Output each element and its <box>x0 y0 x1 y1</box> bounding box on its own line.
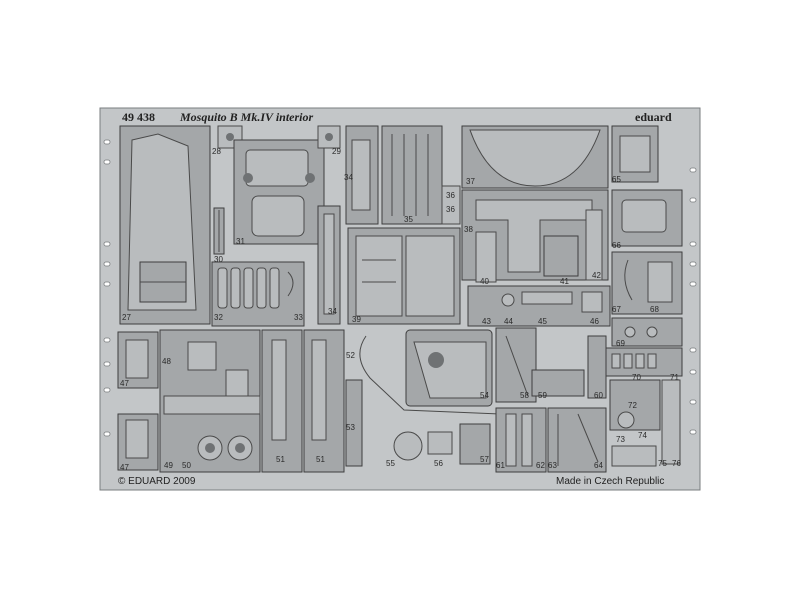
part-label: 70 <box>632 373 641 382</box>
part-40 <box>475 231 497 283</box>
part-label: 34 <box>328 307 337 316</box>
part-label: 55 <box>386 459 395 468</box>
part-label: 60 <box>594 391 603 400</box>
part-label: 73 <box>616 435 625 444</box>
part-label: 27 <box>122 313 131 322</box>
part-42 <box>585 209 603 281</box>
part-29 <box>317 125 341 149</box>
part-51 <box>261 329 303 473</box>
part-label: 36 <box>446 191 455 200</box>
part-label: 59 <box>538 391 547 400</box>
part-39 <box>347 227 461 325</box>
part-30 <box>213 207 225 255</box>
part-label: 75 <box>658 459 667 468</box>
part-52 <box>359 335 501 415</box>
part-label: 61 <box>496 461 505 470</box>
part-61-62 <box>495 407 547 473</box>
part-41 <box>543 235 579 277</box>
part-label: 67 <box>612 305 621 314</box>
part-label: 51 <box>276 455 285 464</box>
part-label: 56 <box>434 459 443 468</box>
part-69 <box>611 317 683 347</box>
part-number-labels: 27 28 29 30 31 32 33 34 34 35 36 36 37 3… <box>120 147 681 472</box>
part-label: 34 <box>344 173 353 182</box>
part-label: 66 <box>612 241 621 250</box>
part-label: 47 <box>120 379 129 388</box>
part-label: 47 <box>120 463 129 472</box>
part-35 <box>381 125 443 225</box>
part-56 <box>427 431 453 455</box>
part-66 <box>611 189 683 247</box>
part-label: 72 <box>628 401 637 410</box>
part-label: 42 <box>592 271 601 280</box>
part-label: 40 <box>480 277 489 286</box>
part-60 <box>587 335 607 399</box>
origin-text: Made in Czech Republic <box>556 476 664 487</box>
part-67-68 <box>611 251 683 315</box>
part-label: 43 <box>482 317 491 326</box>
part-label: 44 <box>504 317 513 326</box>
part-34 <box>317 205 341 325</box>
part-63-64 <box>547 407 607 473</box>
part-47-lower <box>117 413 159 471</box>
part-label: 49 <box>164 461 173 470</box>
copyright-text: © EDUARD 2009 <box>118 476 196 487</box>
brand-logo: eduard <box>635 110 672 124</box>
part-label: 57 <box>480 455 489 464</box>
part-label: 45 <box>538 317 547 326</box>
fret-title: Mosquito B Mk.IV interior <box>179 110 313 124</box>
part-57 <box>459 423 491 465</box>
part-53 <box>345 379 363 467</box>
part-label: 65 <box>612 175 621 184</box>
part-label: 32 <box>214 313 223 322</box>
part-label: 30 <box>214 255 223 264</box>
part-label: 41 <box>560 277 569 286</box>
part-55 <box>393 431 423 461</box>
part-label: 69 <box>616 339 625 348</box>
part-27 <box>119 125 211 325</box>
part-label: 51 <box>316 455 325 464</box>
part-34-top <box>345 125 379 225</box>
part-label: 64 <box>594 461 603 470</box>
catalog-number: 49 438 <box>122 110 155 124</box>
part-47 <box>117 331 159 389</box>
part-label: 33 <box>294 313 303 322</box>
part-label: 46 <box>590 317 599 326</box>
part-72-76 <box>609 379 681 467</box>
part-37 <box>461 125 609 189</box>
part-label: 31 <box>236 237 245 246</box>
part-59 <box>531 369 585 397</box>
part-58 <box>495 327 537 403</box>
fret-edge-holes <box>103 139 697 437</box>
part-label: 39 <box>352 315 361 324</box>
part-36 <box>441 185 461 225</box>
part-label: 37 <box>466 177 475 186</box>
part-label: 36 <box>446 205 455 214</box>
part-65 <box>611 125 659 183</box>
part-31 <box>233 139 325 245</box>
part-70-71 <box>605 347 683 377</box>
part-label: 68 <box>650 305 659 314</box>
part-label: 58 <box>520 391 529 400</box>
part-label: 62 <box>536 461 545 470</box>
part-label: 48 <box>162 357 171 366</box>
part-label: 71 <box>670 373 679 382</box>
part-label: 28 <box>212 147 221 156</box>
part-label: 53 <box>346 423 355 432</box>
part-label: 52 <box>346 351 355 360</box>
part-label: 50 <box>182 461 191 470</box>
part-label: 76 <box>672 459 681 468</box>
part-label: 63 <box>548 461 557 470</box>
part-51-second <box>303 329 345 473</box>
part-32 <box>211 261 305 327</box>
part-label: 29 <box>332 147 341 156</box>
part-label: 38 <box>464 225 473 234</box>
part-54 <box>405 329 493 407</box>
part-label: 74 <box>638 431 647 440</box>
part-43-46 <box>467 285 611 327</box>
part-label: 54 <box>480 391 489 400</box>
part-49-50 <box>159 329 261 473</box>
part-label: 35 <box>404 215 413 224</box>
